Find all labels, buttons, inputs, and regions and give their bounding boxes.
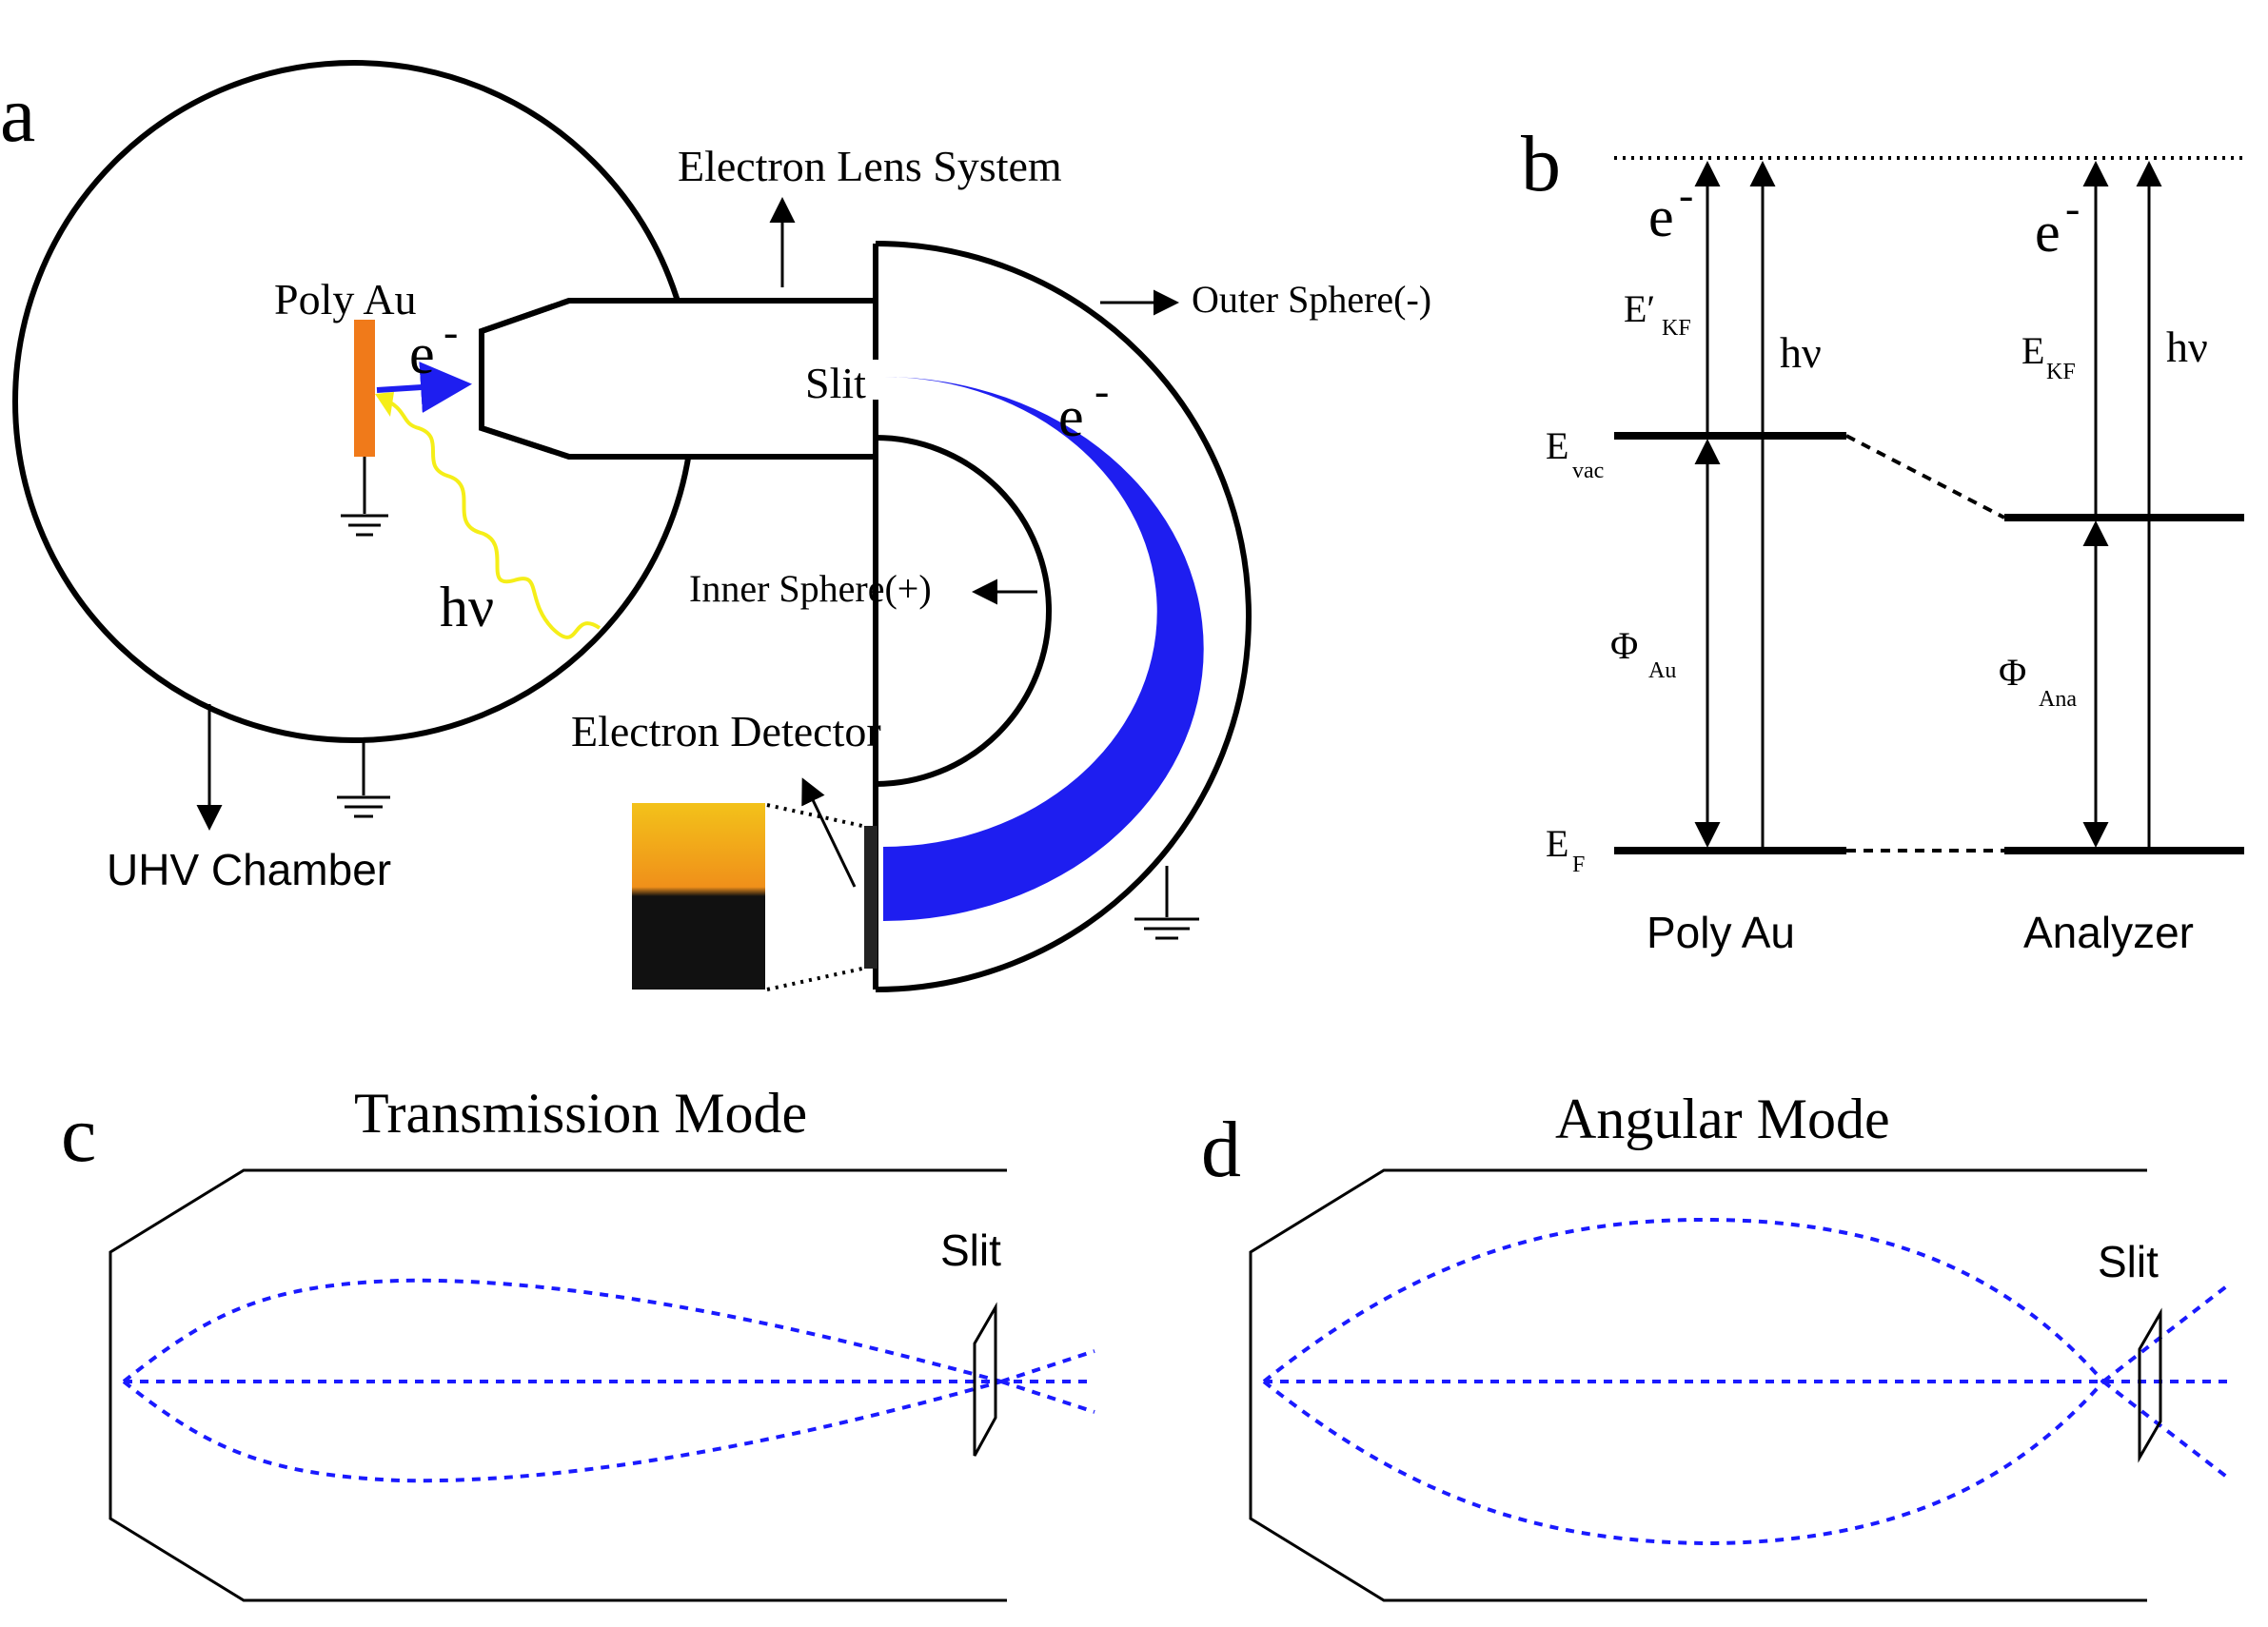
analyzer-ground-icon xyxy=(1134,917,1199,940)
analyzer-axis-label: Analyzer xyxy=(2023,908,2194,957)
electron-analyzer-sup: - xyxy=(1095,366,1109,415)
electron-label-right-sup: - xyxy=(2065,184,2080,232)
lens-column-d xyxy=(1249,1168,2147,1602)
ray-upper-d xyxy=(1262,1217,2105,1383)
slit-label-d: Slit xyxy=(2098,1237,2159,1286)
detector-arrow xyxy=(801,777,857,888)
ekf-prime-label: E′ xyxy=(1624,287,1655,330)
slit-label: Slit xyxy=(805,359,866,407)
poly-au-label: Poly Au xyxy=(274,275,417,323)
panel-d: d Angular Mode Slit xyxy=(1201,1088,2231,1602)
electron-detector xyxy=(864,826,878,969)
hv-label-analyzer: hν xyxy=(2166,323,2208,371)
poly-au-sample xyxy=(354,320,375,457)
electron-trajectory xyxy=(883,377,1204,921)
lens-system-label: Electron Lens System xyxy=(678,142,1062,190)
ray-exit-lower-c xyxy=(1000,1380,1095,1414)
phi-au-sub: Au xyxy=(1648,658,1676,683)
inner-sphere-label: Inner Sphere(+) xyxy=(689,567,932,610)
detector-zoom-line-bottom xyxy=(766,967,863,991)
ray-exit-upper-c xyxy=(1000,1349,1095,1383)
phi-au-label: Φ xyxy=(1610,624,1638,667)
electron-sample-sup: - xyxy=(444,307,458,356)
detector-zoom-line-top xyxy=(766,803,863,828)
hv-label-au: hν xyxy=(1780,328,1822,377)
ekf-label: E xyxy=(2021,329,2044,372)
detector-image xyxy=(632,803,765,990)
ray-exit-upper-d xyxy=(2101,1283,2231,1383)
ray-lower-c xyxy=(122,1380,1002,1483)
photon-wave xyxy=(380,396,602,639)
photon-label: hν xyxy=(440,576,494,638)
electron-analyzer-label: e xyxy=(1058,385,1084,448)
panel-c: c Transmission Mode Slit xyxy=(61,1082,1095,1602)
slit-c xyxy=(973,1302,997,1457)
outer-sphere xyxy=(875,241,1252,992)
ef-sub: F xyxy=(1572,853,1585,877)
ray-lower-d xyxy=(1262,1380,2105,1546)
electron-label-left: e xyxy=(1648,186,1674,248)
phi-ana-label: Φ xyxy=(1999,651,2026,694)
ekf-sub: KF xyxy=(2046,360,2076,384)
panel-b: b e - e - E′ KF E KF hν hν E vac Φ Au Φ … xyxy=(1521,120,2244,957)
phi-ana-sub: Ana xyxy=(2039,687,2077,712)
ekf-prime-sub: KF xyxy=(1662,316,1691,341)
panel-letter-c: c xyxy=(61,1090,96,1179)
ray-upper-c xyxy=(122,1278,1002,1383)
electron-label-left-sup: - xyxy=(1679,170,1693,219)
inner-sphere xyxy=(875,435,1052,787)
panel-letter-b: b xyxy=(1521,120,1561,208)
electron-label-right: e xyxy=(2035,201,2061,264)
electron-sample-label: e xyxy=(409,323,435,385)
uhv-chamber-label: UHV Chamber xyxy=(107,845,391,894)
angular-mode-title: Angular Mode xyxy=(1555,1088,1890,1150)
slit-d xyxy=(2138,1307,2162,1463)
evac-label: E xyxy=(1546,424,1568,467)
panel-letter-d: d xyxy=(1201,1106,1241,1194)
lens-column-c xyxy=(108,1168,1007,1602)
sample-ground-icon xyxy=(341,514,388,537)
panel-letter-a: a xyxy=(0,70,35,159)
transmission-mode-title: Transmission Mode xyxy=(354,1082,807,1145)
chamber-ground-icon xyxy=(337,795,390,818)
poly-au-axis-label: Poly Au xyxy=(1647,908,1795,957)
panel-a: a Electron Lens System Poly Au e - hν UH… xyxy=(0,60,1431,992)
photon-arrowhead xyxy=(375,392,394,417)
photoelectron-arrow xyxy=(376,362,472,414)
detector-label: Electron Detector xyxy=(571,707,881,755)
outer-sphere-label: Outer Sphere(-) xyxy=(1192,278,1431,321)
ef-label: E xyxy=(1546,822,1568,865)
evac-connector xyxy=(1845,434,2005,519)
evac-sub: vac xyxy=(1572,459,1604,483)
slit-label-c: Slit xyxy=(940,1225,1001,1275)
ray-exit-lower-d xyxy=(2101,1380,2231,1480)
